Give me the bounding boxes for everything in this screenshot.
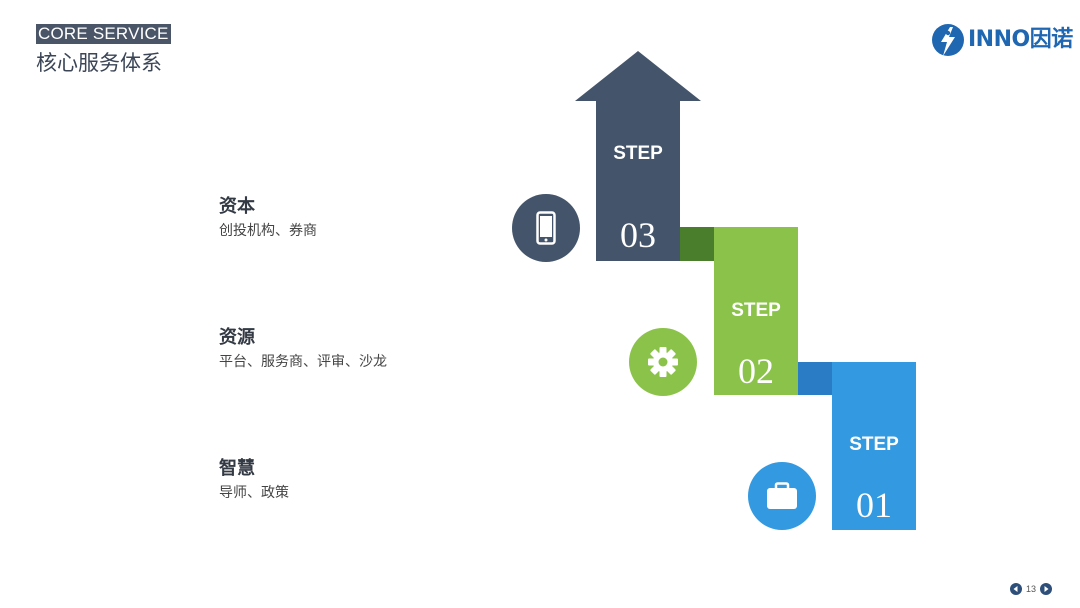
step-01-word: STEP [849, 434, 899, 455]
step-01-icon-circle [748, 462, 816, 530]
step-01-number: 01 [856, 485, 892, 525]
prev-page-icon[interactable] [1010, 583, 1022, 595]
connector-02-01 [798, 362, 832, 395]
smartphone-icon [536, 211, 556, 245]
section-label: CORE SERVICE [36, 24, 171, 44]
item-desc: 平台、服务商、评审、沙龙 [219, 354, 387, 370]
gear-icon [648, 347, 678, 377]
item-title: 智慧 [219, 458, 255, 479]
connector-03-02 [680, 227, 714, 261]
item-desc: 创投机构、券商 [219, 223, 317, 239]
next-page-icon[interactable] [1040, 583, 1053, 595]
step-01-bar [832, 362, 916, 530]
item-capital: 资本 创投机构、券商 [219, 196, 317, 240]
item-resources: 资源 平台、服务商、评审、沙龙 [219, 327, 387, 371]
step-02-number: 02 [738, 351, 774, 391]
item-title: 资源 [219, 327, 255, 348]
briefcase-icon [767, 482, 797, 509]
step-02-icon-circle [629, 328, 697, 396]
page-number: 13 [1026, 584, 1037, 594]
item-wisdom: 智慧 导师、政策 [219, 458, 289, 502]
page-navigator: 13 [1010, 582, 1053, 596]
item-title: 资本 [219, 196, 255, 217]
step-03-word: STEP [613, 143, 663, 164]
inno-logo-icon [932, 24, 964, 56]
step-02-bar [714, 227, 798, 395]
step-02-word: STEP [731, 300, 781, 321]
item-desc: 导师、政策 [219, 485, 289, 501]
page-title: 核心服务体系 [36, 51, 162, 75]
step-03-arrow [575, 51, 701, 261]
brand-logo-text: INNO因诺 [968, 27, 1073, 52]
step-03-icon-circle [512, 194, 580, 262]
step-03-number: 03 [620, 215, 656, 255]
